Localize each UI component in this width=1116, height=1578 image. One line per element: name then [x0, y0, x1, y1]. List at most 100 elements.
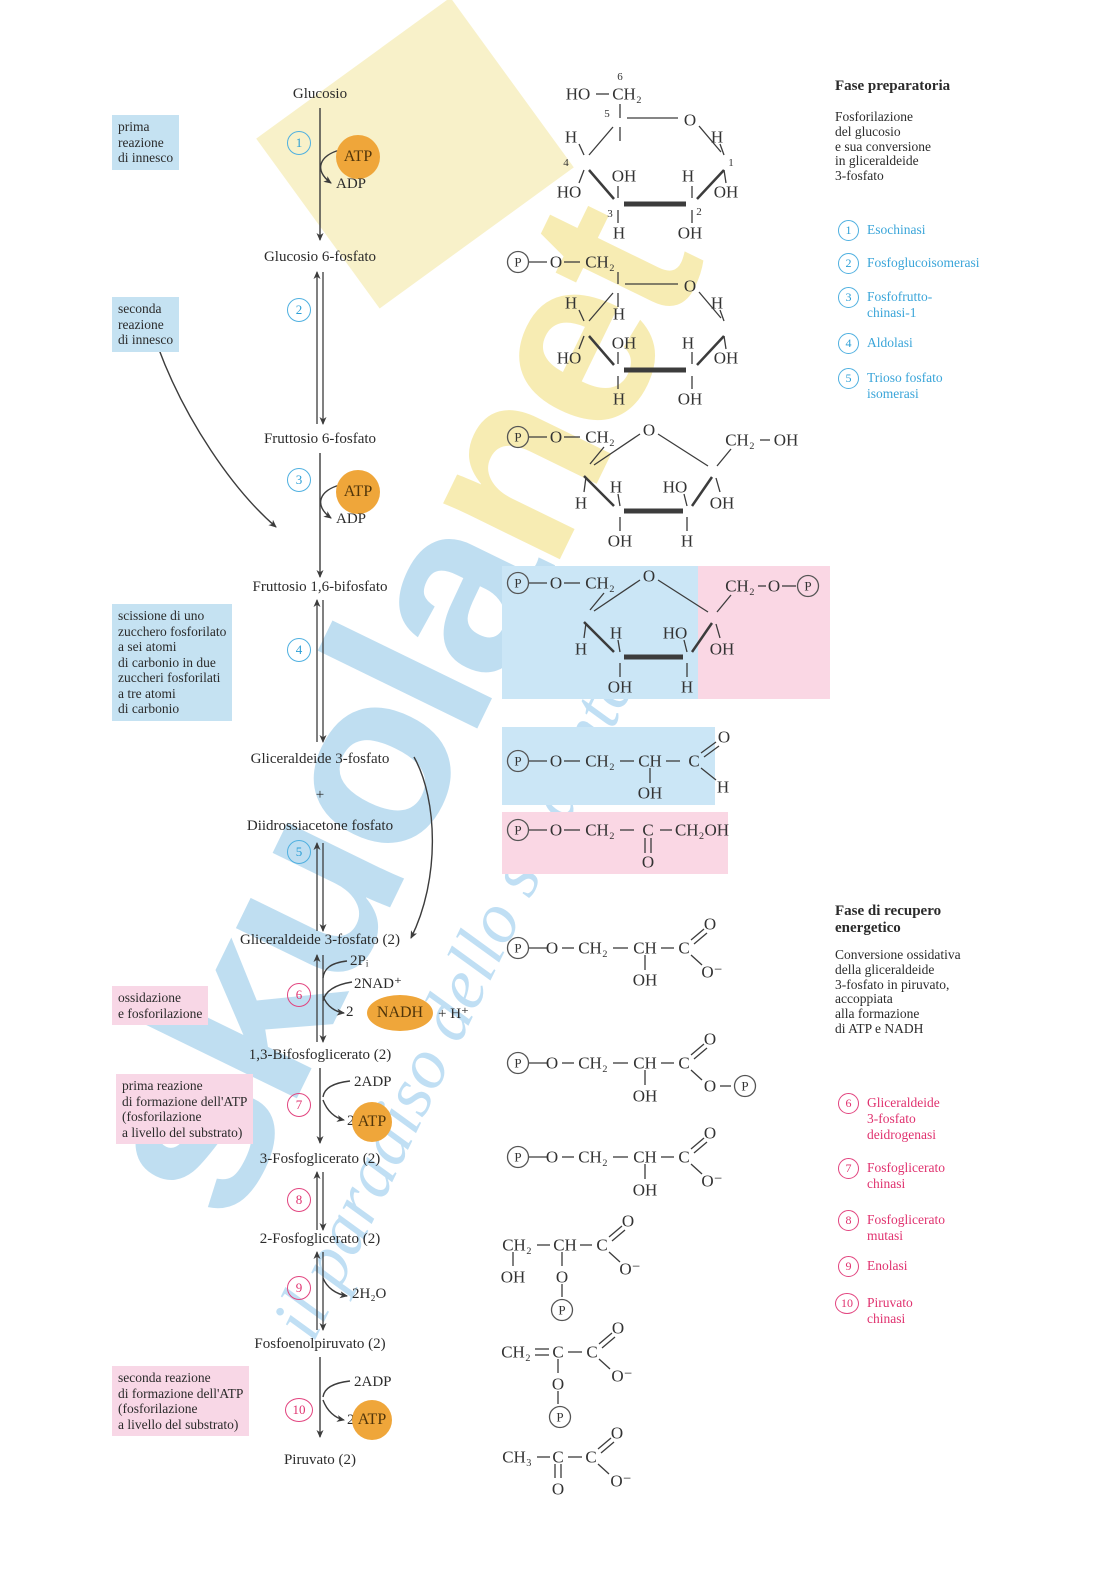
- phase1-description: Fosforilazione del glucosio e sua conver…: [835, 109, 931, 184]
- enzyme-number-5: 5: [838, 368, 859, 389]
- enzyme-aldolasi: 4 Aldolasi: [838, 333, 913, 354]
- step-circle-4: 4: [287, 638, 311, 662]
- nadh-bubble: NADH: [367, 995, 433, 1031]
- svg-text:CH: CH: [638, 752, 662, 771]
- metabolite-fruttosio-6p: Fruttosio 6-fosfato: [263, 431, 377, 447]
- svg-text:OH: OH: [633, 971, 658, 990]
- svg-text:O: O: [612, 1319, 624, 1338]
- svg-text:CH₂: CH₂: [612, 85, 642, 104]
- svg-text:OH: OH: [714, 349, 739, 368]
- svg-text:O: O: [704, 915, 716, 934]
- svg-text:CH₂: CH₂: [585, 752, 615, 771]
- plus-sign: +: [315, 787, 325, 803]
- svg-text:O⁻: O⁻: [701, 1172, 722, 1191]
- enzyme-number-3: 3: [838, 287, 859, 308]
- metabolite-3pg: 3-Fosfoglicerato (2): [259, 1151, 381, 1167]
- svg-text:C: C: [586, 1343, 597, 1362]
- svg-text:OH: OH: [678, 390, 703, 409]
- enzyme-fosfoglicerato-chinasi: 7 Fosfoglicerato chinasi: [838, 1158, 945, 1192]
- enzyme-name: Piruvato chinasi: [867, 1295, 913, 1326]
- metabolite-dhap: Diidrossiacetone fosfato: [246, 818, 394, 834]
- enzyme-number-7: 7: [838, 1158, 859, 1179]
- enzyme-trioso-fosfato-isomerasi: 5 Trioso fosfato isomerasi: [838, 368, 943, 402]
- svg-text:CH₂OH: CH₂OH: [675, 821, 729, 840]
- svg-text:P: P: [514, 430, 521, 445]
- svg-text:5: 5: [604, 108, 610, 120]
- svg-text:C: C: [688, 752, 699, 771]
- svg-text:C: C: [596, 1236, 607, 1255]
- svg-text:P: P: [556, 1410, 563, 1425]
- svg-text:O: O: [546, 1054, 558, 1073]
- atp-bubble-step3: ATP: [336, 470, 380, 514]
- svg-text:O: O: [704, 1124, 716, 1143]
- enzyme-number-6: 6: [838, 1093, 859, 1114]
- svg-text:3: 3: [607, 208, 613, 220]
- adp-label-step10: 2ADP: [354, 1374, 392, 1390]
- svg-text:C: C: [678, 939, 689, 958]
- svg-text:OH: OH: [612, 167, 637, 186]
- enzyme-piruvato-chinasi: 10 Piruvato chinasi: [835, 1293, 913, 1327]
- svg-text:CH₂: CH₂: [578, 939, 608, 958]
- svg-text:OH: OH: [638, 784, 663, 803]
- svg-text:H: H: [575, 640, 587, 659]
- svg-text:OH: OH: [633, 1181, 658, 1200]
- svg-text:O⁻: O⁻: [611, 1367, 632, 1386]
- metabolite-gap-2: Gliceraldeide 3-fosfato (2): [240, 932, 400, 948]
- svg-text:O: O: [546, 939, 558, 958]
- svg-text:OH: OH: [714, 183, 739, 202]
- phase2-title: Fase di recupero energetico: [835, 903, 942, 936]
- svg-text:CH: CH: [633, 939, 657, 958]
- svg-text:CH₂: CH₂: [725, 431, 755, 450]
- svg-text:HO: HO: [663, 624, 688, 643]
- atp-bubble-step10: ATP: [352, 1400, 392, 1440]
- enzyme-name: Fosfofrutto- chinasi-1: [867, 289, 933, 320]
- svg-text:P: P: [514, 576, 521, 591]
- atp-bubble-step1: ATP: [336, 135, 380, 179]
- svg-text:H: H: [610, 624, 622, 643]
- step-circle-10: 10: [285, 1398, 313, 1422]
- svg-text:H: H: [717, 778, 729, 797]
- adp-label-step7: 2ADP: [354, 1074, 392, 1090]
- svg-text:O: O: [550, 253, 562, 272]
- svg-text:C: C: [678, 1054, 689, 1073]
- step-circle-8: 8: [287, 1188, 311, 1212]
- enzyme-name: Enolasi: [867, 1258, 908, 1273]
- svg-text:P: P: [514, 255, 521, 270]
- svg-text:O: O: [550, 428, 562, 447]
- phase1-title: Fase preparatoria: [835, 78, 951, 94]
- enzyme-enolasi: 9 Enolasi: [838, 1256, 908, 1277]
- svg-text:CH₂: CH₂: [578, 1054, 608, 1073]
- svg-text:O⁻: O⁻: [701, 963, 722, 982]
- metabolite-glucosio: Glucosio: [292, 86, 348, 102]
- svg-text:CH₂: CH₂: [578, 1148, 608, 1167]
- svg-text:CH₂: CH₂: [585, 574, 615, 593]
- svg-text:H: H: [711, 128, 723, 147]
- enzyme-name: Gliceraldeide 3-fosfato deidrogenasi: [867, 1095, 940, 1142]
- enzyme-name: Aldolasi: [867, 335, 913, 350]
- svg-text:CH₂: CH₂: [585, 428, 615, 447]
- svg-text:C: C: [642, 821, 653, 840]
- metabolite-glucosio-6p: Glucosio 6-fosfato: [263, 249, 377, 265]
- step-circle-1: 1: [287, 131, 311, 155]
- svg-text:CH₂: CH₂: [585, 821, 615, 840]
- svg-text:O: O: [546, 1148, 558, 1167]
- svg-text:P: P: [514, 1150, 521, 1165]
- svg-text:OH: OH: [710, 494, 735, 513]
- svg-text:H: H: [565, 128, 577, 147]
- enzyme-name: Fosfoglicerato chinasi: [867, 1160, 945, 1191]
- metabolite-piruvato: Piruvato (2): [283, 1452, 357, 1468]
- svg-text:O: O: [622, 1212, 634, 1231]
- svg-text:HO: HO: [566, 85, 591, 104]
- svg-text:O: O: [611, 1424, 623, 1443]
- enzyme-fosfofruttochinasi: 3 Fosfofrutto- chinasi-1: [838, 287, 933, 321]
- pi-label: 2Pᵢ: [350, 953, 369, 969]
- svg-text:C: C: [585, 1448, 596, 1467]
- svg-text:H: H: [613, 224, 625, 243]
- nad-label: 2NAD⁺: [354, 976, 402, 992]
- svg-text:H: H: [613, 390, 625, 409]
- svg-text:O: O: [556, 1268, 568, 1287]
- svg-text:H: H: [565, 294, 577, 313]
- svg-text:O: O: [642, 853, 654, 872]
- atp-multiplier-step7: 2: [347, 1113, 355, 1129]
